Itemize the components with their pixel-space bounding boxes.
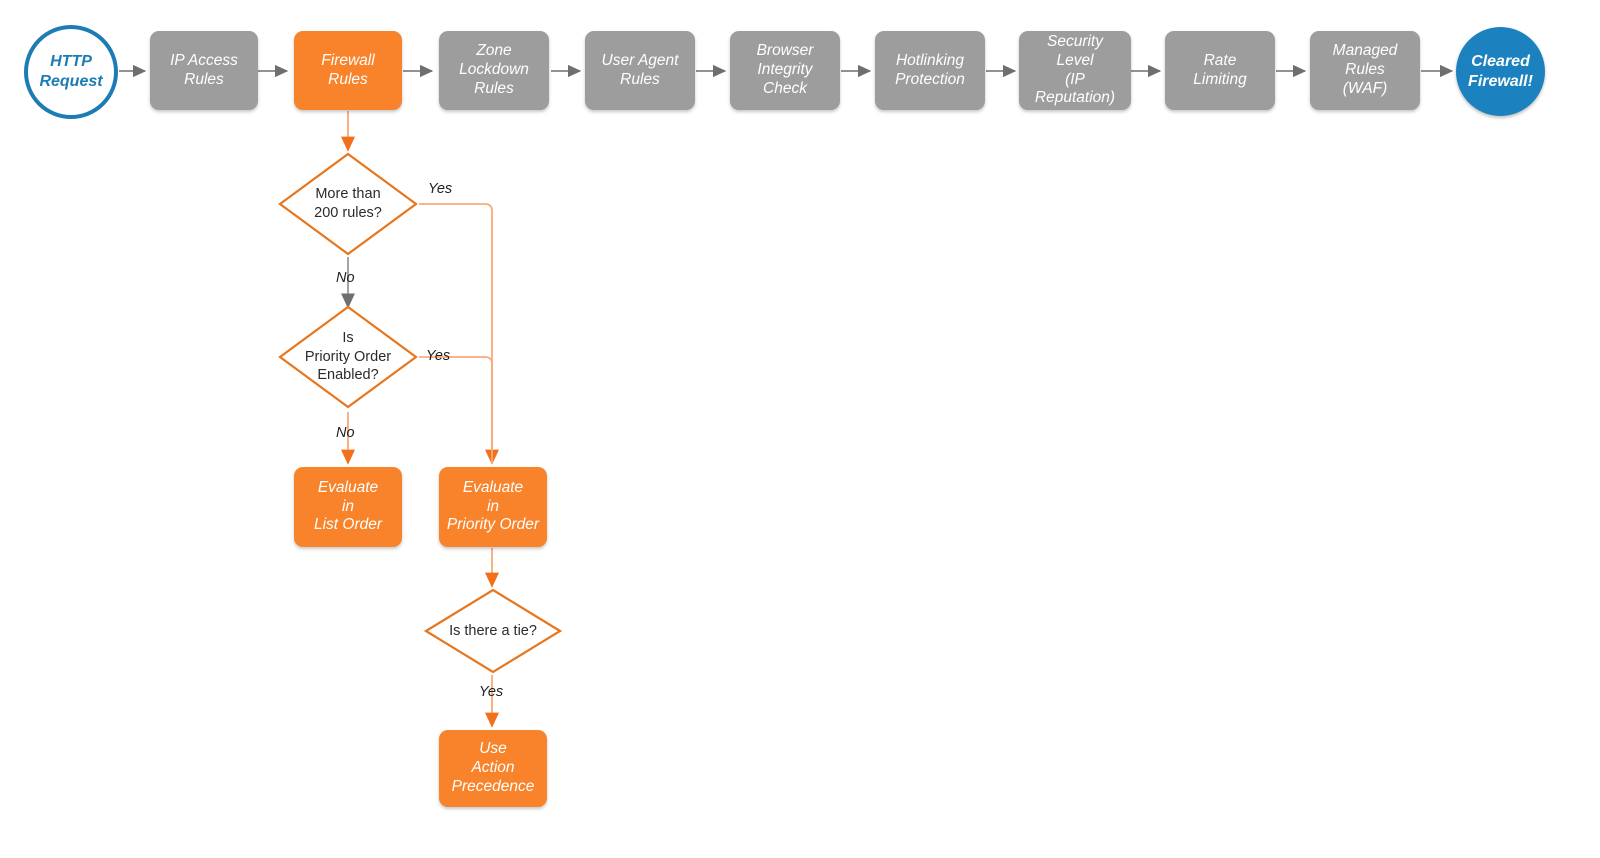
wire-rules-yes-to-priority-order [419,203,500,465]
edge-label-rules-no: No [336,270,355,286]
edge-label-priority-no: No [336,425,355,441]
node-http-request[interactable]: HTTP Request [24,25,118,119]
node-cleared-firewall-label: Cleared Firewall! [1468,52,1533,90]
edge-label-priority-yes: Yes [426,348,451,364]
diamond-shape-more-than-200-rules [278,152,418,256]
node-http-request-label: HTTP Request [39,53,103,90]
node-decision-is-there-a-tie[interactable]: Is there a tie? [424,588,562,674]
node-decision-is-there-a-tie-label: Is there a tie? [449,622,537,639]
node-cleared-firewall[interactable]: Cleared Firewall! [1456,27,1545,116]
diamond-shape-is-priority-order-enabled [278,305,418,409]
wire-priority-yes-to-priority-order [419,356,493,463]
edge-label-tie-yes: Yes [479,684,504,700]
diamond-shape-is-there-a-tie [424,588,562,674]
edge-label-rules-yes: Yes [428,181,453,197]
